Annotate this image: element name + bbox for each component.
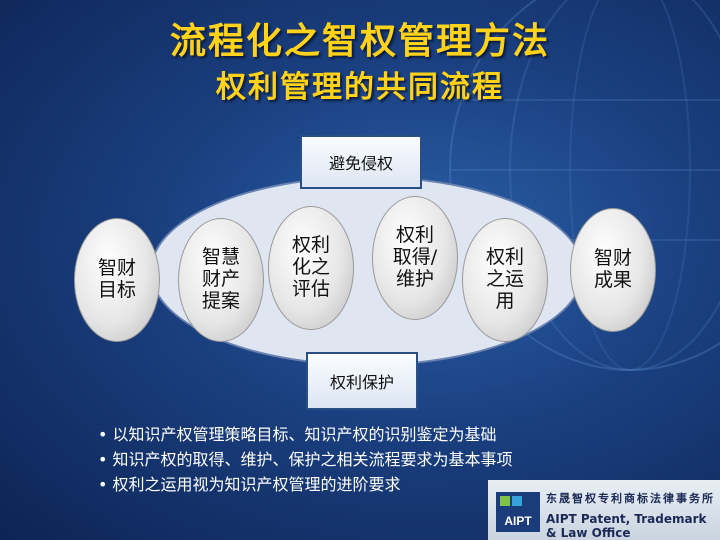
brand-footer: AIPT 东晟智权专利商标法律事务所 AIPT Patent, Trademar… — [488, 480, 720, 540]
page-title: 流程化之智权管理方法 — [169, 21, 550, 62]
bullet-item: 以知识产权管理策略目标、知识产权的识别鉴定为基础 — [98, 422, 698, 447]
oval-rights-evaluation: 权利化之评估 — [268, 206, 354, 330]
oval-rights-acquisition: 权利取得/维护 — [372, 196, 458, 320]
page-subtitle: 权利管理的共同流程 — [216, 70, 504, 105]
oval-ip-goal: 智财目标 — [74, 218, 160, 342]
oval-ip-proposal: 智慧财产提案 — [178, 218, 264, 342]
bullet-list: 以知识产权管理策略目标、知识产权的识别鉴定为基础 知识产权的取得、维护、保护之相… — [98, 422, 698, 497]
oval-ip-results: 智财成果 — [570, 208, 656, 332]
brand-chinese-name: 东晟智权专利商标法律事务所 — [546, 492, 715, 505]
brand-english-name: AIPT Patent, Trademark & Law Office — [546, 512, 707, 540]
rights-protection-box: 权利保护 — [306, 352, 418, 410]
avoid-infringement-box: 避免侵权 — [300, 135, 422, 189]
aipt-logo-icon: AIPT — [496, 492, 540, 532]
oval-rights-utilization: 权利之运用 — [462, 218, 548, 342]
bullet-item: 权利之运用视为知识产权管理的进阶要求 — [98, 472, 698, 497]
bullet-item: 知识产权的取得、维护、保护之相关流程要求为基本事项 — [98, 447, 698, 472]
svg-text:AIPT: AIPT — [504, 514, 532, 528]
